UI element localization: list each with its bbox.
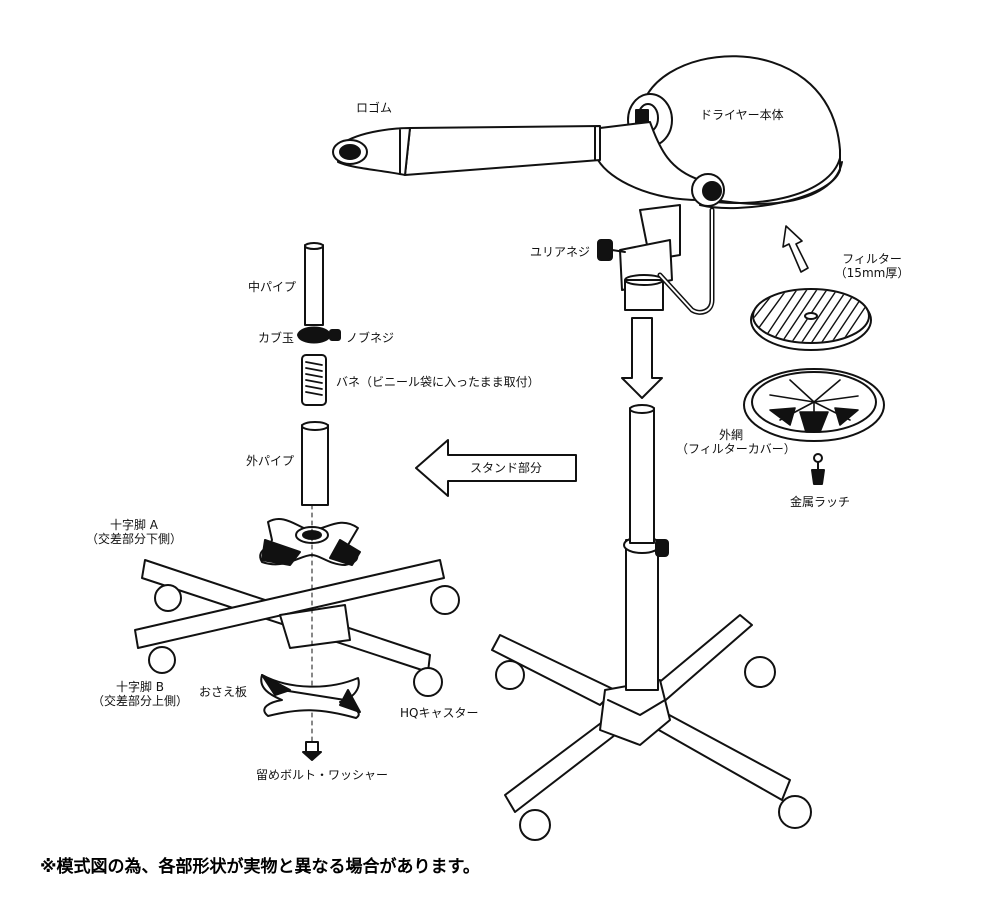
- label-cross-leg-a-line1: 十字脚 A: [109, 518, 159, 532]
- label-outer-net: 外網 （フィルターカバー）: [676, 428, 796, 456]
- outer-net: [743, 368, 885, 442]
- osae-ita: [260, 674, 361, 719]
- label-cross-leg-b-line1: 十字脚 B: [115, 680, 165, 694]
- soto-pipe: [301, 421, 329, 506]
- label-rogomu: ロゴム: [356, 101, 393, 115]
- bolt-washer-icon: [302, 741, 322, 761]
- label-outer-net-line1: 外網: [718, 428, 743, 442]
- label-filter-line2: （15mm厚）: [834, 266, 910, 280]
- stand-part-arrow-label: スタンド部分: [470, 460, 542, 475]
- dryer-hood: [332, 55, 843, 315]
- label-soto-pipe: 外パイプ: [246, 454, 295, 468]
- arrow-stand-down: [621, 317, 663, 399]
- spring-icon: [301, 354, 327, 406]
- label-yuria-neji: ユリアネジ: [530, 245, 591, 259]
- label-kabu-dama: カブ玉: [258, 331, 295, 345]
- label-spring: バネ（ビニール袋に入ったまま取付）: [336, 375, 540, 389]
- label-bolt-washer: 留めボルト・ワッシャー: [256, 768, 389, 782]
- metal-latch-icon: [811, 453, 825, 485]
- label-cross-leg-a: 十字脚 A （交差部分下側）: [74, 518, 194, 546]
- label-filter: フィルター （15mm厚）: [826, 252, 918, 280]
- label-dryer-body: ドライヤー本体: [700, 108, 784, 122]
- filter-disc: [750, 288, 872, 351]
- label-naka-pipe: 中パイプ: [248, 280, 297, 294]
- cross-leg-a-hub: [259, 518, 361, 566]
- label-cross-leg-a-line2: （交差部分下側）: [85, 532, 182, 546]
- label-hq-caster: HQキャスター: [400, 706, 479, 720]
- label-filter-line1: フィルター: [842, 252, 902, 266]
- label-outer-net-line2: （フィルターカバー）: [676, 442, 796, 456]
- label-cross-leg-b: 十字脚 B （交差部分上側）: [80, 680, 200, 708]
- disclaimer-note: ※模式図の為、各部形状が実物と異なる場合があります。: [40, 857, 480, 877]
- label-nobu-neji: ノブネジ: [346, 331, 395, 345]
- cross-legs: [134, 504, 460, 751]
- naka-pipe: [297, 242, 341, 344]
- label-metal-latch: 金属ラッチ: [790, 495, 851, 509]
- assembled-stand: [491, 404, 812, 841]
- label-cross-leg-b-line2: （交差部分上側）: [91, 694, 188, 708]
- label-osae-ita: おさえ板: [199, 685, 248, 699]
- arrow-filter-up: [782, 225, 809, 273]
- arrow-stand-left: [415, 439, 577, 497]
